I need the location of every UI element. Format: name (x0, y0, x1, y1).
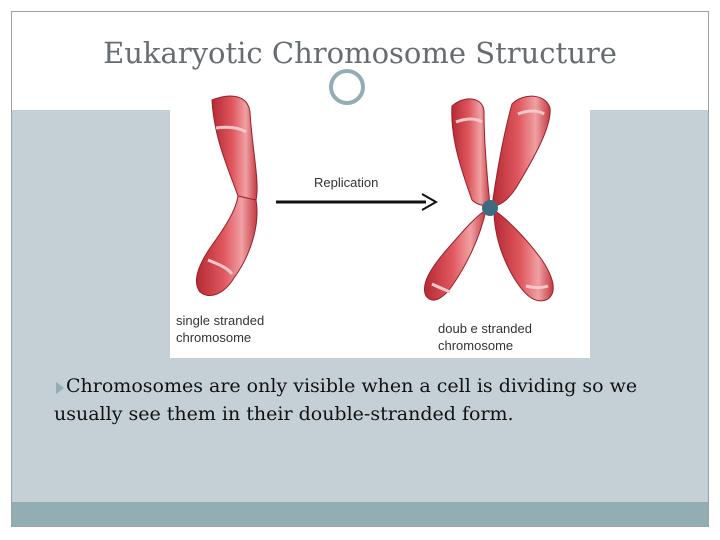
single-stranded-label: single stranded chromosome (176, 313, 265, 345)
replication-label: Replication (314, 175, 379, 190)
double-stranded-label: doub e stranded chromosome (438, 321, 532, 353)
footer-bar (12, 502, 708, 526)
single-stranded-chromosome (195, 95, 258, 296)
body-text: Chromosomes are only visible when a cell… (54, 375, 638, 425)
centromere-dot (482, 200, 498, 216)
double-stranded-chromosome (424, 95, 554, 302)
slide-title: Eukaryotic Chromosome Structure (103, 36, 617, 70)
body-paragraph: Chromosomes are only visible when a cell… (54, 372, 674, 428)
replication-arrow (276, 193, 439, 211)
bullet-icon (56, 382, 64, 394)
decorative-ring-icon (329, 69, 365, 105)
chromosome-svg (195, 95, 554, 302)
chromosome-diagram: Replication single stranded chromosome d… (170, 88, 590, 358)
